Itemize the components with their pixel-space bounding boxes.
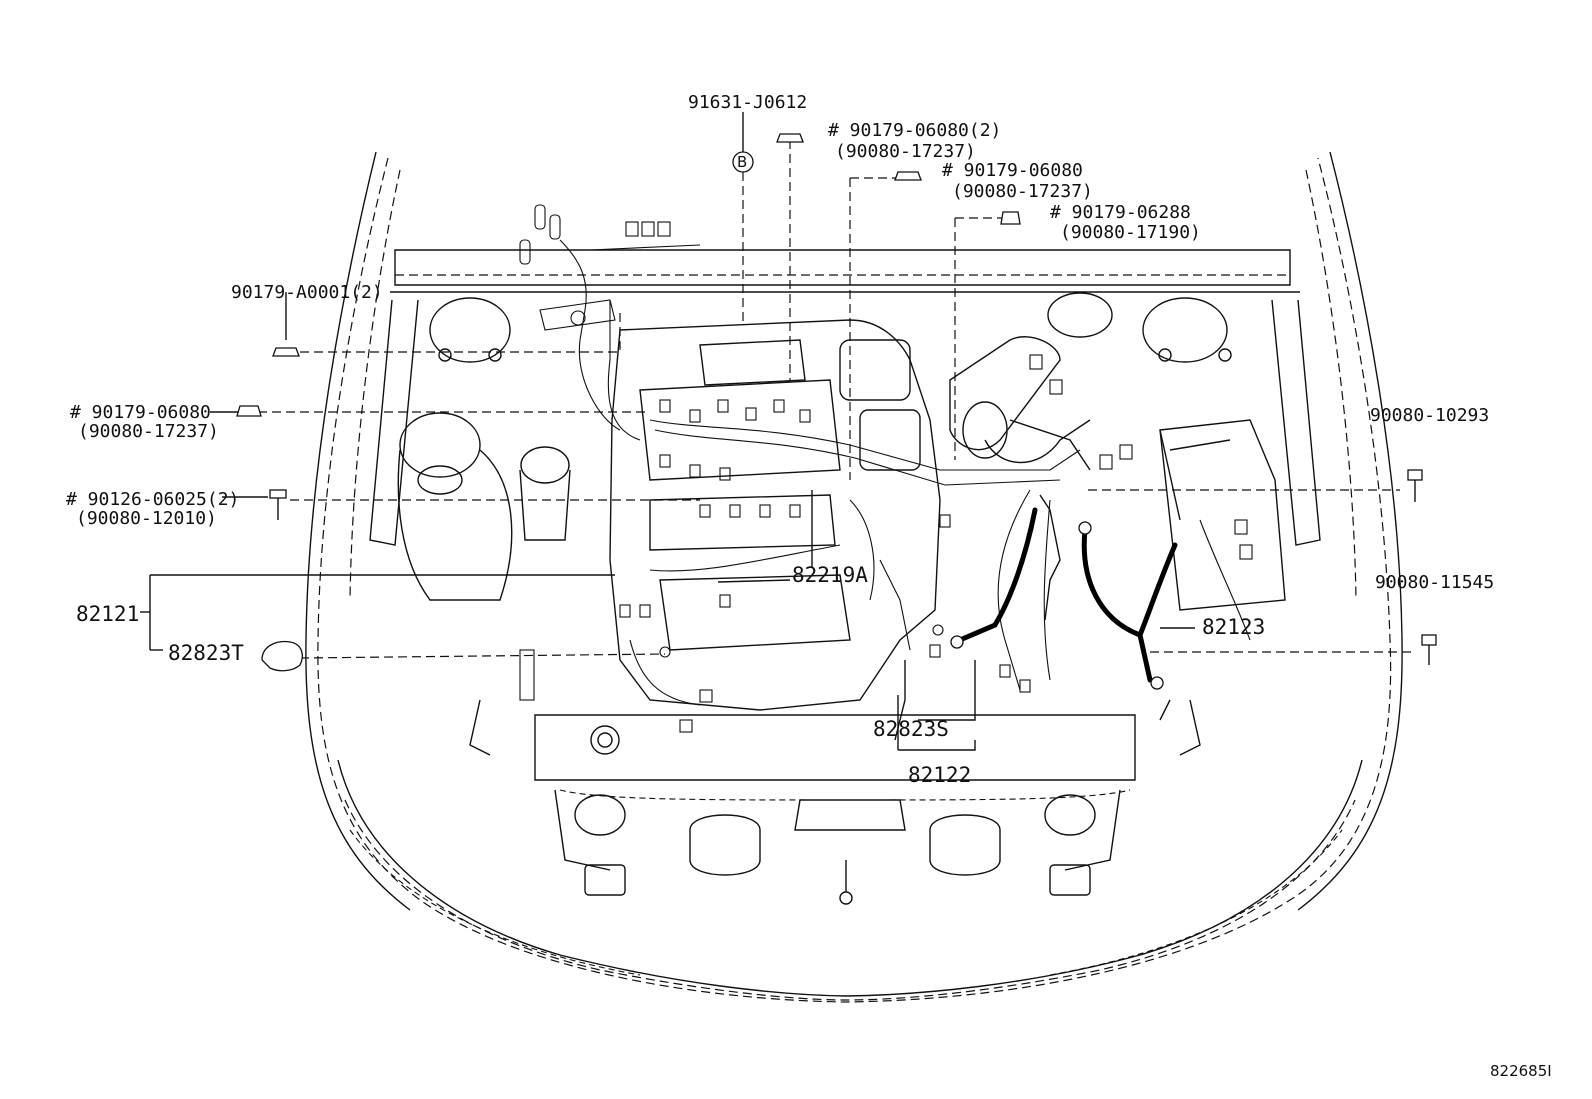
callout-90126-06025-2: # 90126-06025(2) <box>66 489 239 510</box>
callout-90080-17237-c: (90080-17237) <box>78 421 219 442</box>
callout-90080-10293: 90080-10293 <box>1370 405 1489 426</box>
hardware-symbols: B <box>236 133 1437 672</box>
callout-90179-06080-c: # 90179-06080 <box>70 402 211 423</box>
diagram-id: 822685I <box>1490 1062 1552 1080</box>
callout-82122: 82122 <box>908 763 971 787</box>
callout-82823S: 82823S <box>873 717 949 741</box>
b-symbol-label: B <box>737 153 747 171</box>
part-callouts: 91631-J0612 # 90179-06080(2) (90080-1723… <box>66 92 1552 1080</box>
callout-90080-17190: (90080-17190) <box>1060 222 1201 243</box>
callout-90179-A0001-2: 90179-A0001(2) <box>231 282 383 303</box>
callout-90080-17237-b: (90080-17237) <box>952 181 1093 202</box>
callout-82121: 82121 <box>76 602 139 626</box>
callout-82123: 82123 <box>1202 615 1265 639</box>
callout-91631-J0612: 91631-J0612 <box>688 92 807 113</box>
callout-90179-06080-b: # 90179-06080 <box>942 160 1083 181</box>
callout-90179-06080-2: # 90179-06080(2) <box>828 120 1001 141</box>
callout-90080-11545: 90080-11545 <box>1375 572 1494 593</box>
callout-90080-12010: (90080-12010) <box>76 508 217 529</box>
callout-90080-17237-a: (90080-17237) <box>835 141 976 162</box>
engine-bay-drawing <box>305 151 1403 1003</box>
callout-90179-06288: # 90179-06288 <box>1050 202 1191 223</box>
callout-82823T: 82823T <box>168 641 244 665</box>
callout-82219A: 82219A <box>792 563 868 587</box>
leader-lines <box>140 112 1412 751</box>
